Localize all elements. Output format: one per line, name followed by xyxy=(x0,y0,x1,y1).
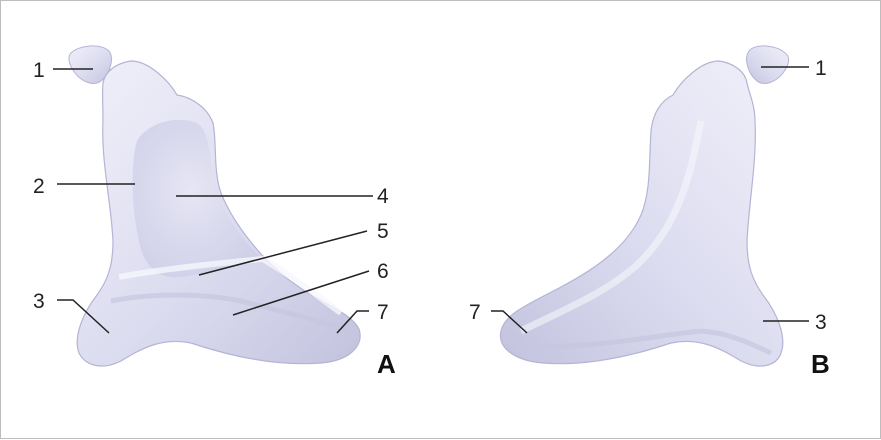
label-7-b: 7 xyxy=(469,301,481,324)
fossa-a xyxy=(133,120,263,277)
label-2-a: 2 xyxy=(33,175,45,198)
label-3-b: 3 xyxy=(815,311,827,334)
label-3-a: 3 xyxy=(33,290,45,313)
label-4-a: 4 xyxy=(377,185,389,208)
label-5-a: 5 xyxy=(377,220,389,243)
panel-a: 1 2 4 5 6 3 7 A xyxy=(33,46,396,379)
panel-letter-a: A xyxy=(377,349,396,379)
label-1-b: 1 xyxy=(815,57,827,80)
label-1-a: 1 xyxy=(33,59,45,82)
bone-fragment-b xyxy=(747,46,789,84)
label-7-a: 7 xyxy=(377,301,389,324)
panel-letter-b: B xyxy=(811,349,830,379)
panel-b: 1 7 3 B xyxy=(469,46,830,379)
label-6-a: 6 xyxy=(377,260,389,283)
